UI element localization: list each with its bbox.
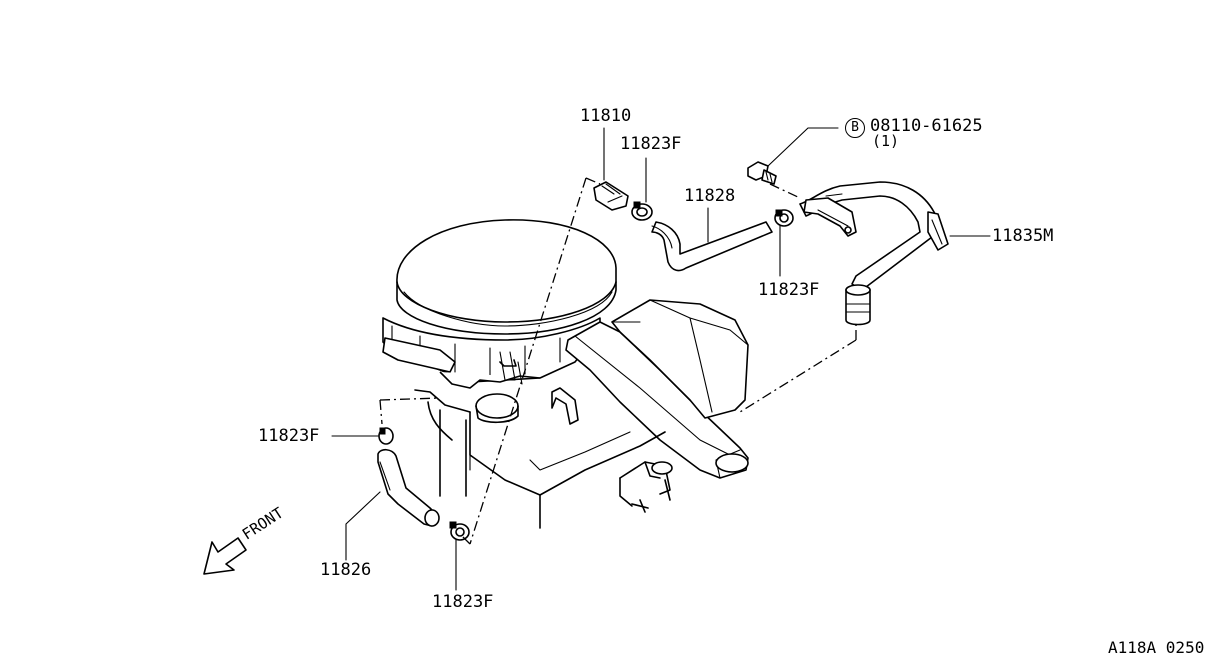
pcv-valve-11810 [593,181,629,211]
leader-lines [331,127,991,591]
clamp-bottom [449,521,470,541]
hose-11826 [377,448,440,527]
label-11823f-left: 11823F [258,426,320,446]
clamp-left [378,427,394,445]
label-11828: 11828 [684,186,736,206]
label-11826: 11826 [320,560,372,580]
hose-11835m [799,181,949,326]
connection-lines [379,177,857,545]
label-11810: 11810 [580,106,632,126]
resonator-box [611,299,749,419]
label-11823f-right: 11823F [758,280,820,300]
front-arrow-icon [203,537,247,575]
bolt-symbol-b: B [845,118,865,138]
air-cleaner-assembly [382,219,617,389]
label-11823f-top: 11823F [620,134,682,154]
label-11835m: 11835M [992,226,1054,246]
clamp-top [631,201,653,221]
label-bolt-part: 08110-61625 [870,116,983,136]
engine-body [414,359,673,529]
hose-11828 [651,221,773,272]
intake-duct [565,321,749,479]
clamp-right [774,209,794,227]
figure-code: A118A 0250 [1108,638,1205,657]
label-11823f-bottom: 11823F [432,592,494,612]
bolt [747,161,777,185]
label-bolt-qty: (1) [872,132,900,150]
